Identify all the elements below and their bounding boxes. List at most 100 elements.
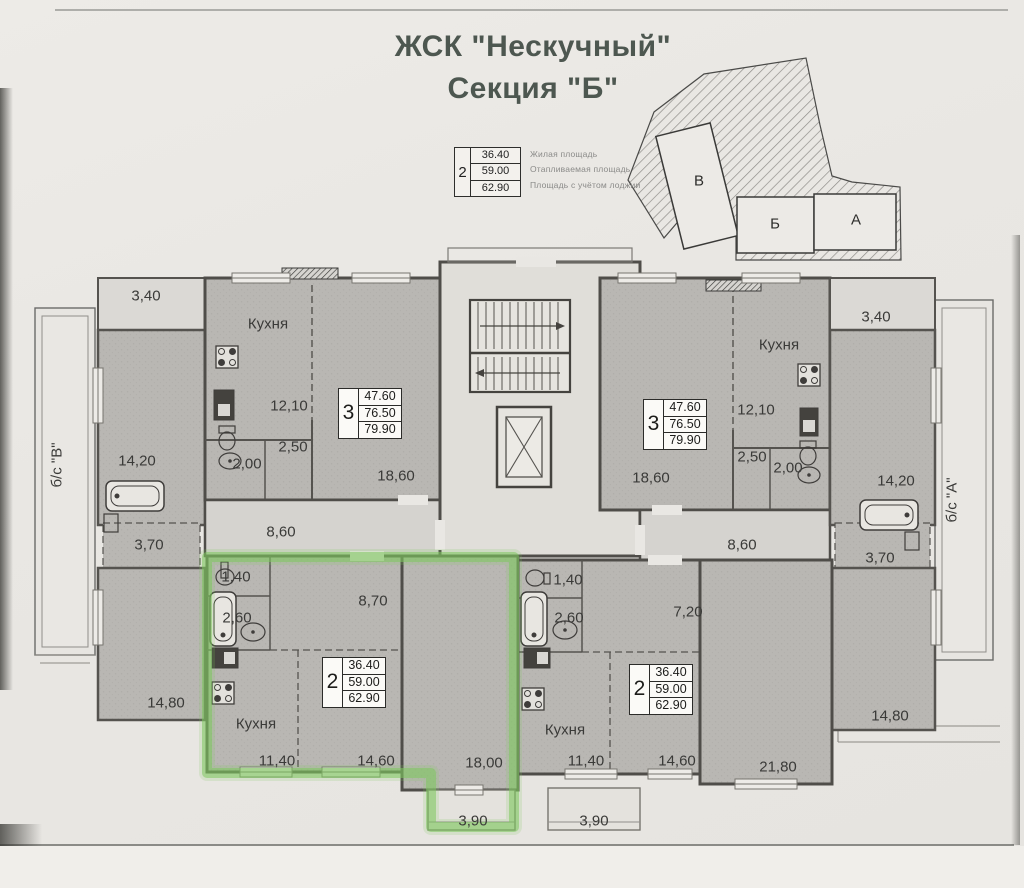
area-legend: 2 36.40 59.00 62.90 Жилая площадь Отапли… xyxy=(454,147,641,198)
fixtures xyxy=(103,345,920,711)
apartment-3room-right xyxy=(598,276,832,567)
stove-icon xyxy=(211,681,235,705)
apartment-info-table: 3 47.60 76.50 79.90 xyxy=(643,399,707,450)
apartment-room-count: 2 xyxy=(630,665,650,714)
stove-icon xyxy=(521,687,545,711)
dimension-label: 8,60 xyxy=(727,536,757,554)
dimension-label: 14,80 xyxy=(871,707,909,725)
site-section-b-outline xyxy=(736,196,815,254)
basin-icon xyxy=(218,452,242,470)
basin-icon xyxy=(797,466,821,484)
site-section-a-label: А xyxy=(850,211,862,229)
page-title-line1: ЖСК "Нескучный" xyxy=(394,30,672,63)
legend-value: 62.90 xyxy=(481,181,510,194)
apartment-area: 59.00 xyxy=(650,682,692,699)
apartment-room-count: 2 xyxy=(323,658,343,707)
dimension-label: 11,40 xyxy=(258,752,296,770)
dimension-label: 1,40 xyxy=(221,568,251,586)
apartment-area: 47.60 xyxy=(664,400,706,417)
site-section-v-label: В xyxy=(693,172,705,190)
dimension-label: 2,50 xyxy=(737,448,767,466)
dimension-label: 14,80 xyxy=(147,694,185,712)
stove-icon xyxy=(215,345,239,369)
dimension-label: 18,60 xyxy=(377,467,415,485)
site-section-a-outline xyxy=(813,193,897,251)
toilet-icon xyxy=(103,513,119,533)
sink-icon xyxy=(213,389,235,421)
toilet-icon xyxy=(218,425,236,451)
scan-artifacts xyxy=(0,9,1024,888)
balcony-bs-v xyxy=(34,307,96,664)
balcony-section-label: б/с "А" xyxy=(943,477,961,523)
dimension-label: 21,80 xyxy=(759,758,797,776)
room-label-kitchen: Кухня xyxy=(544,721,586,739)
basin-icon xyxy=(552,620,578,640)
apartment-3room-left xyxy=(203,267,442,558)
dimension-label: 3,90 xyxy=(458,812,488,830)
page-title-line2: Секция "Б" xyxy=(447,72,619,105)
apartment-info-table: 2 36.40 59.00 62.90 xyxy=(629,664,693,715)
room-label-kitchen: Кухня xyxy=(235,715,277,733)
dimension-label: 1,40 xyxy=(553,571,583,589)
stove-icon xyxy=(797,363,821,387)
dimension-label: 3,40 xyxy=(861,308,891,326)
apartment-area: 62.90 xyxy=(348,691,380,706)
legend-label: Отапливаемая площадь xyxy=(530,164,631,175)
dimension-label: 14,20 xyxy=(877,472,915,490)
apartment-info-table: 2 36.40 59.00 62.90 xyxy=(322,657,386,708)
legend-apartment-type: 2 xyxy=(455,148,471,197)
room-label-kitchen: Кухня xyxy=(247,315,289,333)
balcony-right xyxy=(547,787,641,831)
apartment-area: 36.40 xyxy=(650,665,692,682)
dimension-label: 12,10 xyxy=(270,397,308,415)
vent-shaft-icon xyxy=(705,279,762,292)
dimension-label: 2,00 xyxy=(773,459,803,477)
site-section-b-label: Б xyxy=(770,215,780,233)
bathtub-icon xyxy=(520,591,548,647)
legend-value: 59.00 xyxy=(471,164,520,181)
dimension-label: 3,90 xyxy=(579,812,609,830)
balcony-section-label: б/с "В" xyxy=(48,442,66,488)
toilet-icon xyxy=(799,440,817,466)
highlight-green-apartment xyxy=(199,549,522,835)
room-label-kitchen: Кухня xyxy=(758,336,800,354)
stairs-icon xyxy=(468,298,572,394)
sink-icon xyxy=(523,647,551,669)
toilet-icon xyxy=(525,569,551,587)
sink-icon xyxy=(799,407,819,437)
balcony-bs-a xyxy=(837,299,1000,743)
apartment-room-count: 3 xyxy=(644,400,664,449)
dimension-label: 11,40 xyxy=(567,752,605,770)
elevator-icon xyxy=(495,405,553,489)
toilet-icon xyxy=(904,531,920,551)
site-plan-map xyxy=(627,57,902,261)
dimension-label: 14,60 xyxy=(658,752,696,770)
basin-icon xyxy=(240,622,266,642)
apartment-area: 47.60 xyxy=(359,389,401,406)
bathtub-icon xyxy=(105,480,165,512)
apartment-area: 76.50 xyxy=(359,406,401,423)
apartment-area: 62.90 xyxy=(655,698,687,713)
dimension-label: 8,60 xyxy=(266,523,296,541)
sink-icon xyxy=(211,647,239,669)
dimension-label: 2,00 xyxy=(232,455,262,473)
dimension-label: 12,10 xyxy=(737,401,775,419)
site-section-v-outline xyxy=(654,122,740,250)
apartment-area: 79.90 xyxy=(669,433,701,448)
legend-value: 36.40 xyxy=(471,148,520,165)
dimension-label: 2,50 xyxy=(278,438,308,456)
dimension-label: 14,20 xyxy=(118,452,156,470)
dimension-label: 18,60 xyxy=(632,469,670,487)
apartment-room-count: 3 xyxy=(339,389,359,438)
apartment-area: 76.50 xyxy=(664,417,706,434)
dimension-label: 8,70 xyxy=(358,592,388,610)
dimension-label: 3,70 xyxy=(865,549,895,567)
dimension-label: 3,70 xyxy=(134,536,164,554)
legend-table: 2 36.40 59.00 62.90 xyxy=(454,147,521,198)
apartment-area: 59.00 xyxy=(343,675,385,692)
apartment-area: 79.90 xyxy=(364,422,396,437)
legend-label: Площадь с учётом лоджии xyxy=(530,179,641,190)
dimension-label: 3,40 xyxy=(131,287,161,305)
dimension-label: 14,60 xyxy=(357,752,395,770)
